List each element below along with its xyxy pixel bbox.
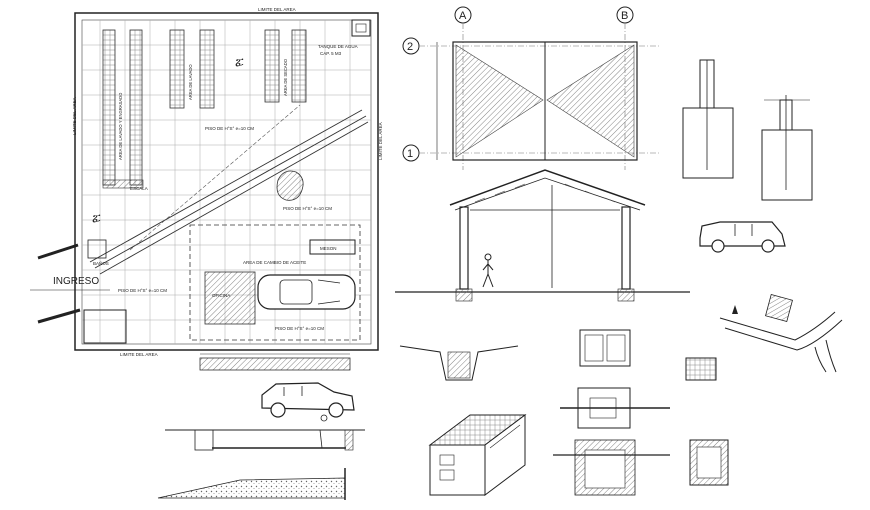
axis-b-label: B	[621, 10, 628, 22]
car-side-view	[261, 382, 355, 418]
oil-change-pit	[204, 271, 256, 325]
drain-section	[399, 345, 519, 381]
site-right-label: LIMITE DEL AREA	[378, 122, 383, 160]
site-top-label: LIMITE DEL AREA	[258, 7, 296, 12]
diagonal-beams	[89, 109, 369, 275]
site-left-label: LIMITE DEL AREA	[72, 97, 77, 135]
jeep-illustration	[699, 221, 786, 253]
wash-bay-3	[264, 29, 307, 103]
water-tank-label: TANQUE DE AGUA	[318, 44, 358, 49]
tree-symbol	[276, 170, 304, 201]
counter-box	[309, 239, 356, 255]
roof-hatch	[455, 44, 635, 158]
site-plan: ፚ ፚ LIMITE DEL AREA LIMITE DEL AREA LIMI…	[30, 7, 383, 357]
vent-symbol-2: ፚ	[92, 211, 101, 225]
oil-change-label: AREA DE CAMBIO DE ACEITE	[243, 260, 306, 265]
office-label: OFICINA	[212, 293, 230, 298]
water-tank-capacity: CAP. 5 M3	[320, 51, 342, 56]
sink-details	[553, 329, 729, 496]
wash-area-1-label: AREA DE LAVADO Y ENGRASADO	[118, 92, 123, 160]
footing-details	[682, 59, 813, 201]
axis-1-label: 1	[407, 148, 413, 160]
axis-a-label: A	[459, 10, 467, 22]
site-outer-boundary	[74, 12, 379, 351]
water-tank-box	[351, 19, 371, 37]
wash-bay-1	[102, 29, 144, 189]
axis-2-label: 2	[407, 41, 413, 53]
site-section	[157, 353, 365, 500]
drain-line	[129, 104, 301, 251]
person-figure	[482, 253, 494, 288]
toilets-label: BAÑOS	[93, 260, 109, 266]
truss-roof	[449, 169, 646, 206]
floor-label-2: PISO DE H°S° e=10 CM	[283, 206, 332, 211]
structure-elevation	[395, 169, 690, 302]
counter-label: MESON	[320, 246, 337, 251]
floor-label-1: PISO DE H°S° e=10 CM	[205, 126, 254, 131]
entrance-label: INGRESO	[53, 276, 99, 287]
roof-plan: A B 2 1	[402, 6, 660, 170]
wash-bay-2	[169, 29, 215, 109]
car-plan-view	[257, 274, 356, 310]
site-bottom-label: LIMITE DEL AREA	[120, 352, 158, 357]
oil-change-area	[189, 224, 361, 341]
wash-area-2-label: AREA DE LAVADO	[188, 64, 193, 100]
site-inner-boundary	[81, 19, 372, 345]
floor-label-3: PISO DE H°S° e=10 CM	[118, 288, 167, 293]
entrance-arrows	[30, 243, 110, 324]
toilet-block	[83, 309, 127, 344]
floor-label-4: PISO DE H°S° e=10 CM	[275, 326, 324, 331]
cabinet-isometric	[428, 414, 527, 496]
stairs-label: ESCALA	[130, 186, 148, 191]
location-map	[719, 294, 843, 373]
ramp-section	[157, 477, 346, 499]
wash-area-3-label: AREA DE SECADO	[283, 58, 288, 96]
vent-symbol-1: ፚ	[235, 55, 244, 69]
